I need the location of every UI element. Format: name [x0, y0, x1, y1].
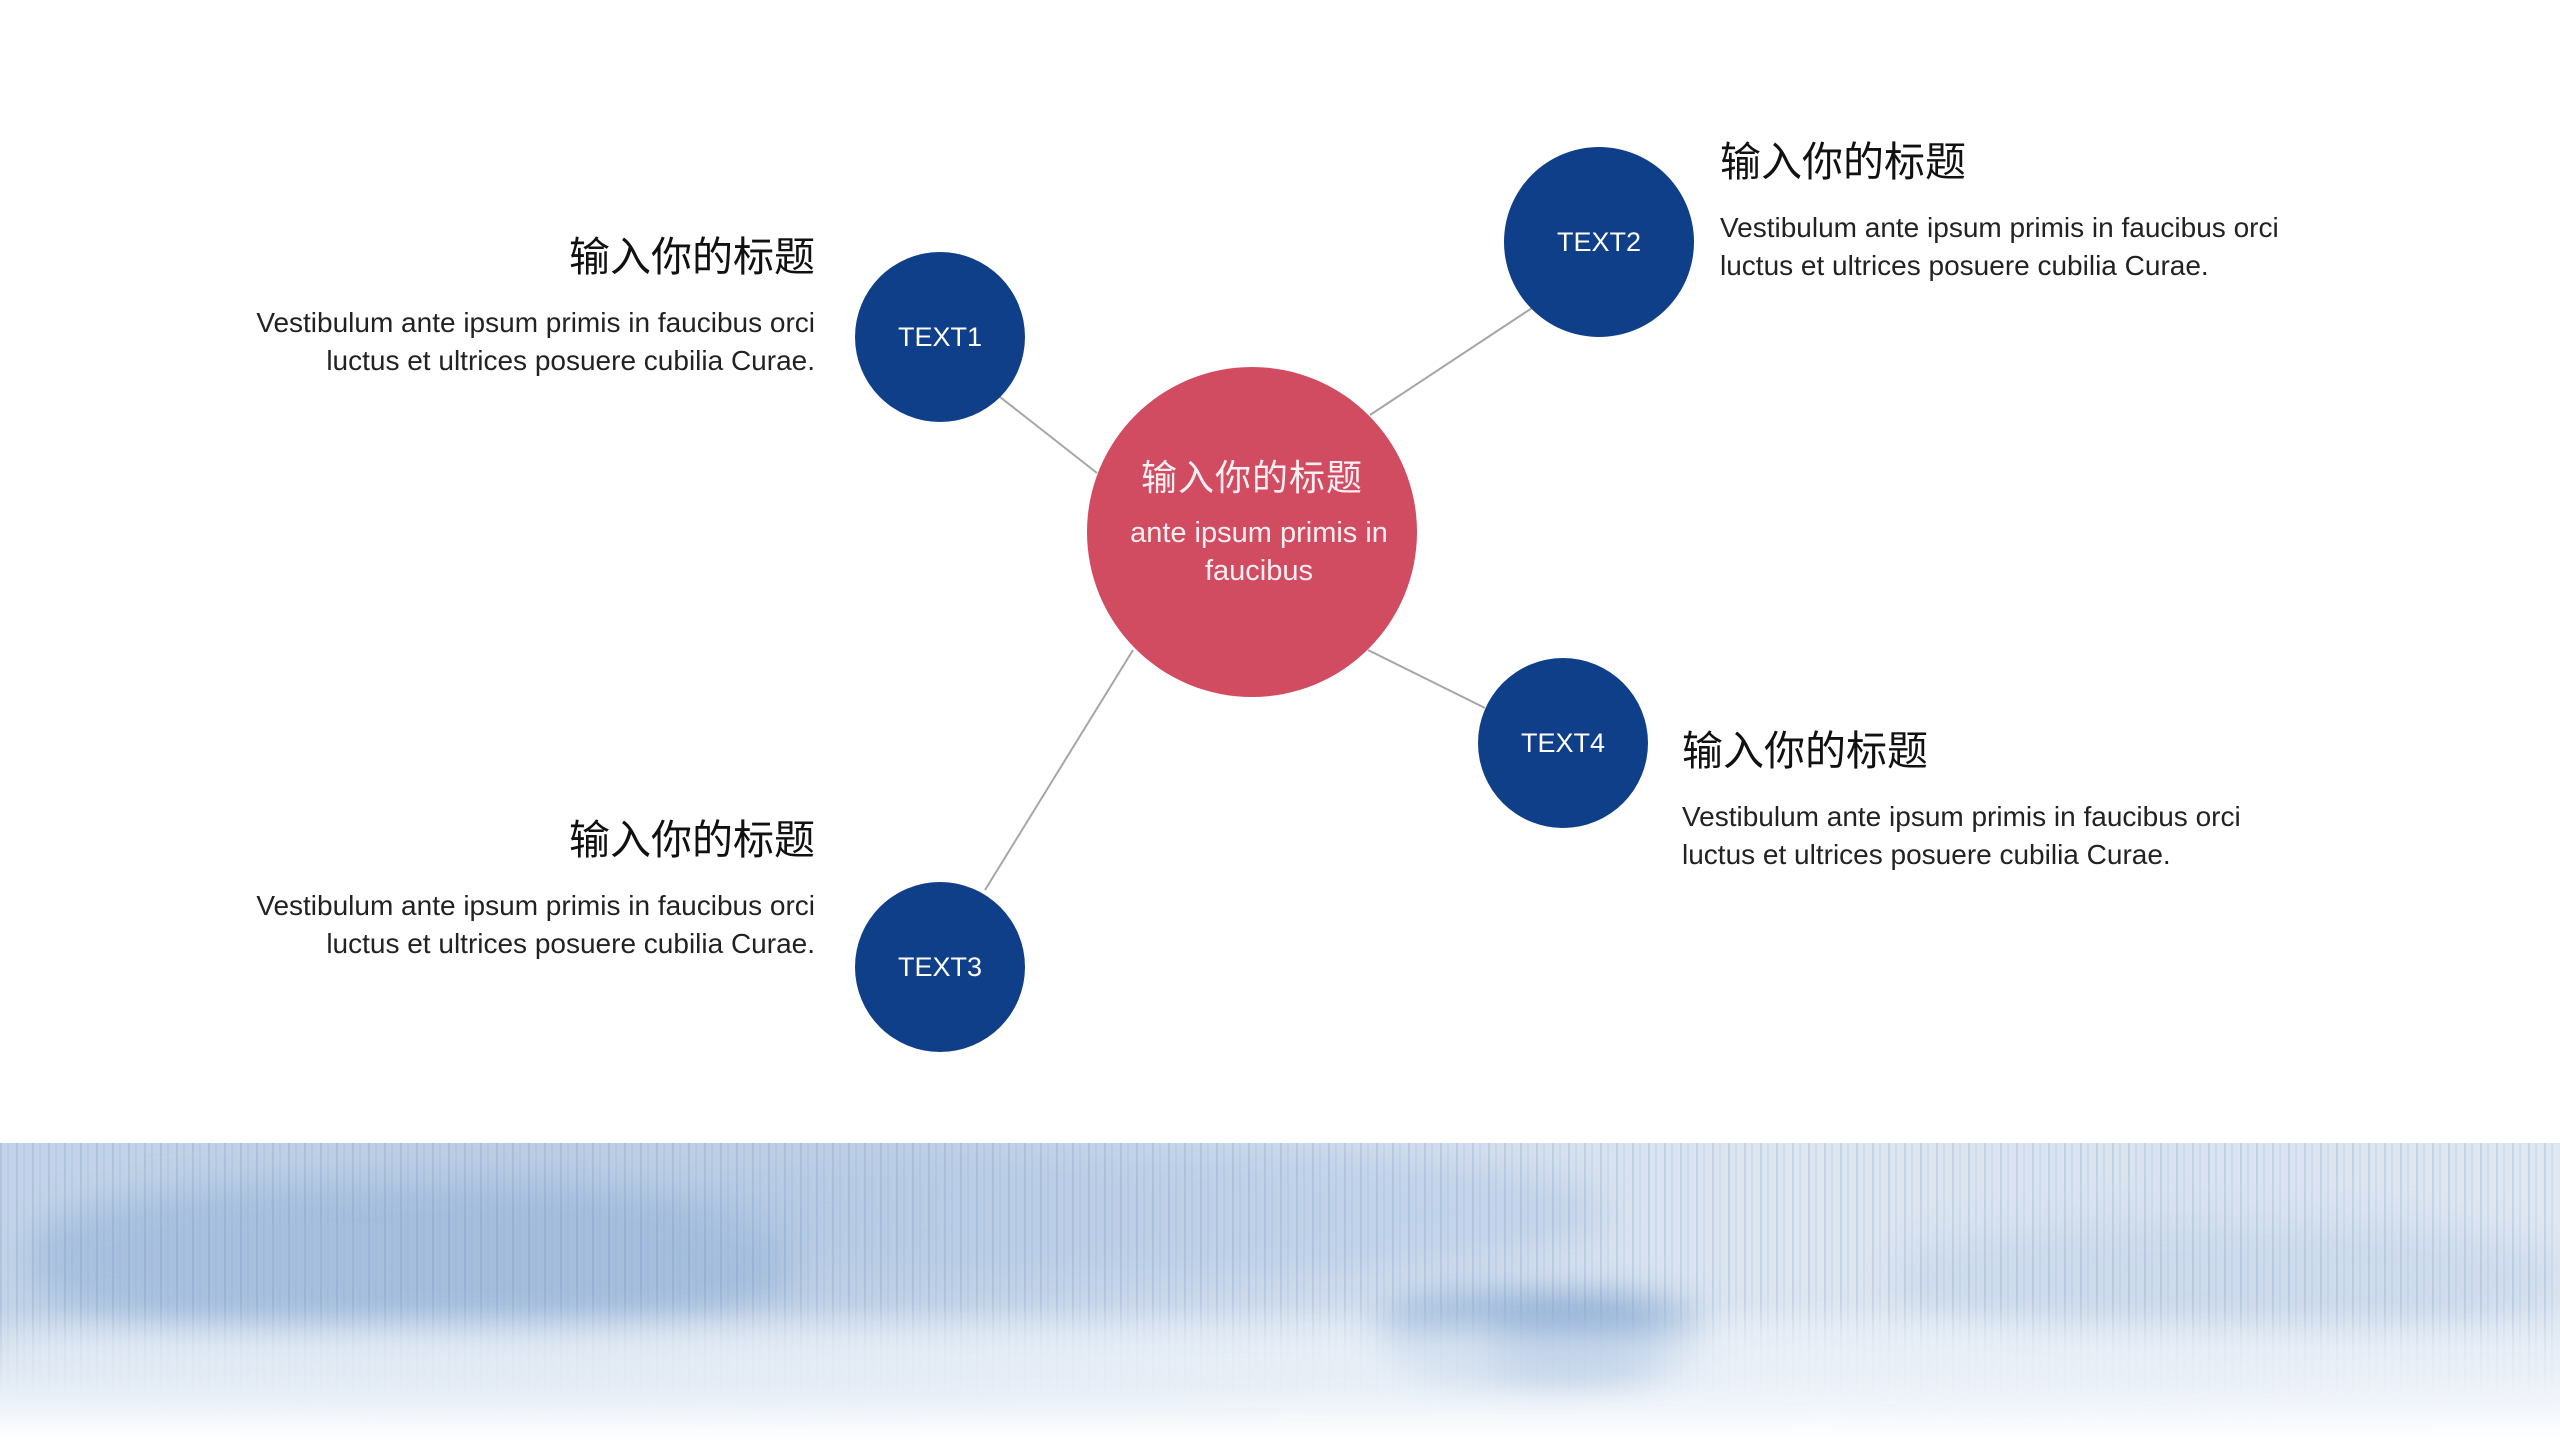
- text-block-4: 输入你的标题 Vestibulum ante ipsum primis in f…: [1682, 726, 2241, 874]
- center-circle: 输入你的标题 ante ipsum primis in faucibus: [1087, 367, 1417, 697]
- text-block-3: 输入你的标题 Vestibulum ante ipsum primis in f…: [256, 815, 815, 963]
- block-description-line: Vestibulum ante ipsum primis in faucibus…: [256, 307, 815, 338]
- center-title: 输入你的标题: [1140, 457, 1363, 498]
- block-title: 输入你的标题: [1682, 728, 1928, 774]
- text-block-2: 输入你的标题 Vestibulum ante ipsum primis in f…: [1720, 137, 2279, 285]
- block-description-line: luctus et ultrices posuere cubilia Curae…: [326, 345, 815, 376]
- band-blur-shape: [0, 1323, 2560, 1383]
- node-label: TEXT2: [1556, 226, 1642, 257]
- block-description: Vestibulum ante ipsum primis in faucibus…: [256, 304, 815, 380]
- connector-line-text2: [1369, 307, 1533, 416]
- block-title: 输入你的标题: [569, 817, 815, 863]
- center-body: ante ipsum primis in faucibus: [1130, 517, 1388, 587]
- connector-line-text4: [1367, 649, 1486, 709]
- block-description-line: Vestibulum ante ipsum primis in faucibus…: [1720, 212, 2279, 243]
- node-label: TEXT4: [1520, 727, 1606, 758]
- block-title: 输入你的标题: [1720, 139, 1966, 185]
- node-circle-text4: TEXT4: [1478, 658, 1648, 828]
- band-blur-shape: [700, 1153, 1600, 1273]
- band-streaks: [0, 1143, 2560, 1440]
- decorative-blurred-cityscape-band: [0, 1143, 2560, 1440]
- block-description: Vestibulum ante ipsum primis in faucibus…: [1720, 209, 2279, 285]
- node-circle-text1: TEXT1: [855, 252, 1025, 422]
- block-description-line: luctus et ultrices posuere cubilia Curae…: [326, 928, 815, 959]
- block-description-line: Vestibulum ante ipsum primis in faucibus…: [1682, 801, 2241, 832]
- node-label: TEXT3: [897, 951, 983, 982]
- block-description-line: Vestibulum ante ipsum primis in faucibus…: [256, 890, 815, 921]
- band-blur-shape: [1900, 1223, 2560, 1333]
- node-circle-text2: TEXT2: [1504, 147, 1694, 337]
- block-description: Vestibulum ante ipsum primis in faucibus…: [256, 887, 815, 963]
- band-blur-shape: [30, 1183, 790, 1333]
- text-block-1: 输入你的标题 Vestibulum ante ipsum primis in f…: [256, 232, 815, 380]
- block-description: Vestibulum ante ipsum primis in faucibus…: [1682, 798, 2241, 874]
- node-label: TEXT1: [897, 321, 983, 352]
- connector-line-text1: [999, 396, 1098, 474]
- connector-line-text3: [984, 649, 1134, 891]
- block-description-line: luctus et ultrices posuere cubilia Curae…: [1720, 250, 2209, 281]
- block-title: 输入你的标题: [569, 234, 815, 280]
- node-circle-text3: TEXT3: [855, 882, 1025, 1052]
- block-description-line: luctus et ultrices posuere cubilia Curae…: [1682, 839, 2171, 870]
